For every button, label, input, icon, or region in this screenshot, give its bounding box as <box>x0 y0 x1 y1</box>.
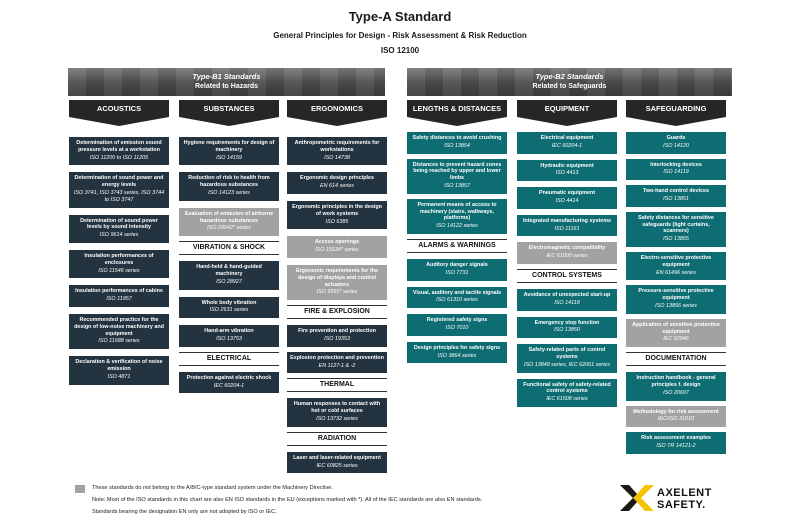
column-head-substances: SUBSTANCES <box>179 100 279 117</box>
column-lengths-distances: LENGTHS & DISTANCES Safety distances to … <box>407 100 507 368</box>
standard-box: Recommended practice for the design of l… <box>69 313 169 350</box>
iso-en-note: Note: Most of the ISO standards in this … <box>92 497 483 503</box>
column-substances: SUBSTANCES Hygiene requirements for desi… <box>179 100 279 398</box>
standard-box: Instruction handbook - general principle… <box>626 372 726 401</box>
section-head-vibration: VIBRATION & SHOCK <box>179 241 279 256</box>
standard-box: Ergonomic requirements for the design of… <box>287 264 387 301</box>
section-head-documentation: DOCUMENTATION <box>626 352 726 367</box>
legend-note: These standards do not belong to the A/B… <box>92 485 333 491</box>
standard-box: Permanent means of access to machinery (… <box>407 198 507 234</box>
column-head-ergonomics: ERGONOMICS <box>287 100 387 117</box>
legend-grey-swatch <box>75 485 85 493</box>
standard-box: Determination of sound power and energy … <box>69 172 169 208</box>
logo-text-safety: SAFETY. <box>657 499 706 511</box>
en-only-note: Standards bearing the designation EN onl… <box>92 509 277 515</box>
standard-box: Distances to prevent hazard zones being … <box>407 158 507 194</box>
column-acoustics: ACOUSTICS Determination of emission soun… <box>69 100 169 390</box>
section-head-radiation: RADIATION <box>287 431 387 446</box>
type-b1-title: Type-B1 Standards <box>192 72 261 81</box>
type-b1-banner: Type-B1 Standards Related to Hazards <box>68 68 385 96</box>
type-a-standard-number: ISO 12100 <box>380 46 420 55</box>
type-b2-banner: Type-B2 Standards Related to Safeguards <box>407 68 732 96</box>
standard-box: Ergonomic principles in the design of wo… <box>287 200 387 230</box>
column-head-acoustics: ACOUSTICS <box>69 100 169 117</box>
standard-box: Human responses to contact with hot or c… <box>287 398 387 427</box>
section-head-thermal: THERMAL <box>287 378 387 393</box>
column-head-safeguarding: SAFEGUARDING <box>626 100 726 117</box>
standard-box: Declaration & verification of noise emis… <box>69 356 169 385</box>
column-head-equipment: EQUIPMENT <box>517 100 617 117</box>
standard-box: Application of sensitive protective equi… <box>626 318 726 348</box>
page-title: Type-A Standard <box>348 9 452 24</box>
logo-text-axelent: AXELENT <box>657 487 712 499</box>
type-b2-subtitle: Related to Safeguards <box>532 83 607 90</box>
section-head-electrical: ELECTRICAL <box>179 351 279 366</box>
standard-box: Evaluation of emission of airborne hazar… <box>179 207 279 237</box>
type-b1-subtitle: Related to Hazards <box>194 83 259 90</box>
section-head-control-systems: CONTROL SYSTEMS <box>517 268 617 283</box>
axelent-logo-icon <box>620 485 654 511</box>
standard-box: Hygiene requirements for design of machi… <box>179 137 279 166</box>
type-b2-title: Type-B2 Standards <box>535 72 604 81</box>
section-head-fire: FIRE & EXPLOSION <box>287 305 387 320</box>
standard-box: Safety distances for sensitive safeguard… <box>626 211 726 247</box>
standard-box: Functional safety of safety-related cont… <box>517 378 617 407</box>
section-head-alarms: ALARMS & WARNINGS <box>407 238 507 253</box>
standard-box: Determination of sound power levels by s… <box>69 214 169 243</box>
page-subtitle: General Principles for Design - Risk Ass… <box>273 31 527 40</box>
standard-box: Reduction of risk to health from hazardo… <box>179 172 279 201</box>
standard-box: Determination of emission sound pressure… <box>69 137 169 166</box>
standard-box: Anthropometric requirements for workstat… <box>287 137 387 166</box>
column-head-lengths: LENGTHS & DISTANCES <box>407 100 507 117</box>
column-ergonomics: ERGONOMICS Anthropometric requirements f… <box>287 100 387 478</box>
